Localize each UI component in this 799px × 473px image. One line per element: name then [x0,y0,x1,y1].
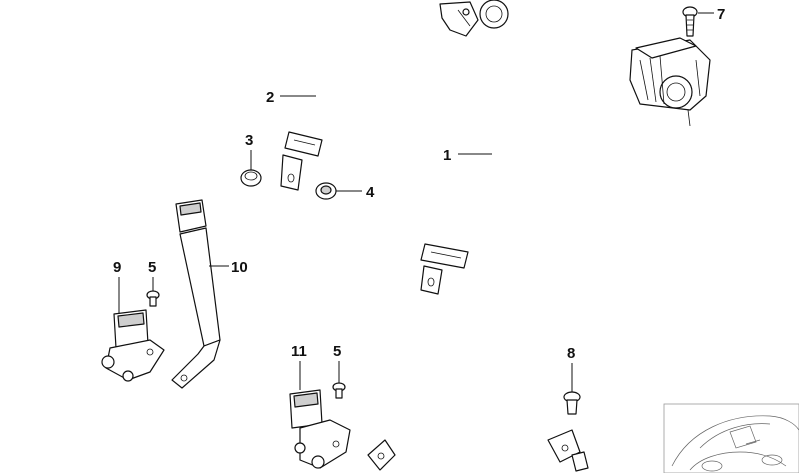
callout-label: 5 [333,343,341,360]
callout-label: 10 [231,259,248,276]
callout-2: 2 [266,89,316,106]
callout-1: 1 [443,147,492,164]
callout-5-middle: 5 [333,343,341,383]
callout-9: 9 [113,259,121,314]
retractor [629,37,711,127]
car-thumbnail [663,403,799,473]
callout-label: 8 [567,345,575,362]
belt-2 [280,0,509,473]
callout-5-left: 5 [148,259,156,291]
callout-label: 5 [148,259,156,276]
callout-label: 9 [113,259,121,276]
part-5-bolt-left [146,290,160,307]
part-4-cap [315,182,337,200]
callout-7: 7 [698,6,725,23]
belt-1 [420,54,656,473]
part-8-screw [563,391,581,415]
callout-label: 1 [443,147,451,164]
part-7-bolt [682,6,698,37]
part-11-buckle [289,389,351,469]
callout-4: 4 [336,184,375,201]
callout-label: 7 [717,6,725,23]
callout-label: 11 [291,343,307,360]
part-3-grommet [240,169,262,187]
callout-11: 11 [291,343,307,390]
callout-label: 2 [266,89,274,106]
part-5-bolt-middle [332,382,346,399]
callout-3: 3 [245,132,253,170]
callout-10: 10 [209,259,248,276]
callout-label: 3 [245,132,253,149]
part-10-buckle-strap [171,199,221,389]
callout-8: 8 [567,345,575,392]
callout-label: 4 [366,184,375,201]
part-9-buckle [101,309,165,382]
